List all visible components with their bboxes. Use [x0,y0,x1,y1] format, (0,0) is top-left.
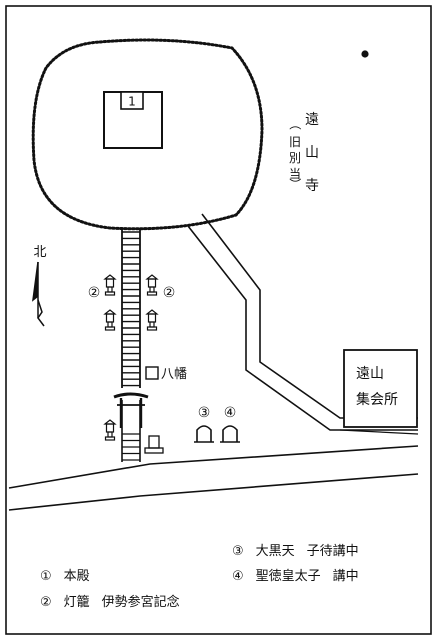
lantern [103,274,117,296]
legend-item-1: ① 本殿 [40,565,90,584]
legend-desc: 伊勢参宮記念 [101,595,180,610]
lantern [145,309,159,331]
legend-number: ③ [232,544,244,559]
temple-name: 遠 山 寺 [305,112,319,194]
temple-subtitle-char: （ [288,118,302,130]
daikokuten-monument [194,425,214,443]
legend-item-4: ④ 聖徳皇太子講中 [232,565,359,584]
temple-name-char: 遠 [305,112,319,128]
legend-name: 聖徳皇太子 [255,569,321,584]
temple-subtitle-char: 別 [289,151,301,165]
lower-stairway [121,400,141,462]
hall-label-line2: 集会所 [356,391,398,408]
hall-access-edge [339,429,419,435]
stairway [121,228,141,388]
main-road-upper-edge [8,445,419,489]
temple-subtitle-char: 旧 [289,135,301,149]
lantern [145,274,159,296]
legend-desc: 講中 [332,569,359,584]
lantern [103,309,117,331]
temple-subtitle-char: ） [288,178,302,190]
community-hall [343,349,418,428]
torii-gate [113,392,149,428]
legend-name: 大黒天 [255,544,295,559]
legend-name: 本殿 [63,569,90,584]
lantern [103,419,117,441]
grove-boundary [31,38,264,231]
temple-location-dot [361,50,369,58]
legend-desc: 子待講中 [306,544,359,559]
legend-name: 灯籠 [63,595,90,610]
legend-number: ④ [232,569,244,584]
stone-monument [144,435,164,454]
north-label: 北 [33,245,46,260]
north-arrow [32,261,45,327]
main-road-lower-edge [8,473,419,511]
lanterns [103,274,159,441]
hall-label-line1: 遠山 [356,366,384,382]
main-hall-number: 1 [128,95,136,109]
lantern-marker-right: ② [163,285,176,301]
lantern-marker-left: ② [88,285,101,301]
temple-subtitle: （ 旧 別 当 ） [288,118,302,190]
temple-subtitle-char: 当 [289,167,301,181]
shotoku-monument [220,425,240,443]
monument-marker-4: ④ [224,405,237,421]
monument-marker-3: ③ [198,405,211,421]
temple-name-char: 寺 [305,178,319,194]
main-hall-number-box [120,91,144,110]
legend-item-2: ② 灯籠伊勢参宮記念 [40,591,180,610]
map-frame [5,5,432,635]
legend-item-3: ③ 大黒天子待講中 [232,540,359,559]
hachiman-shrine-icon [145,366,159,380]
temple-name-char: 山 [305,145,319,161]
legend-number: ② [40,595,52,610]
winding-path [187,225,418,431]
hachiman-label: 八幡 [161,367,187,382]
legend-number: ① [40,569,52,584]
